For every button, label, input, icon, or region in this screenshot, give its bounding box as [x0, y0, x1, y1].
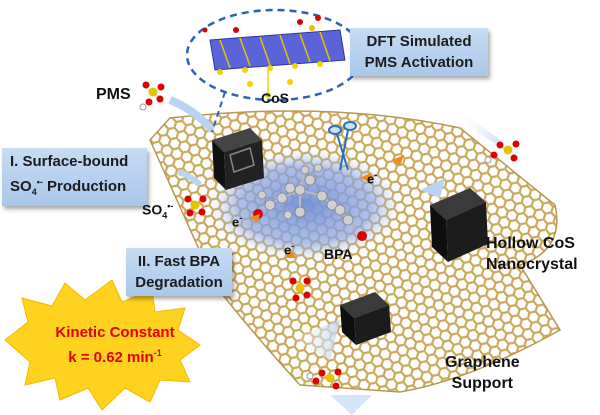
step2-line-2: Degradation [135, 274, 223, 291]
step1-line-1: I. Surface-bound [10, 153, 129, 170]
cos-label: CoS [261, 90, 289, 106]
dft-line-2: PMS Activation [364, 54, 474, 71]
incoming-arrow-top-right [455, 118, 505, 150]
graphene-support-label: Graphene Support [445, 354, 520, 392]
hollow-cos-label: Hollow CoS Nanocrystal [486, 235, 578, 273]
step2-line-1: II. Fast BPA [137, 253, 221, 270]
dft-label-box: DFT Simulated PMS Activation [350, 28, 488, 76]
incoming-arrow-right [420, 178, 445, 198]
kinetic-burst [4, 279, 201, 411]
so4-radical-label: SO4•- [142, 201, 174, 221]
so4-radical-molecule [184, 195, 207, 217]
cos-cube-left [212, 128, 264, 190]
electron-label-1: e- [232, 213, 243, 230]
scissors-icon [328, 121, 357, 171]
step1-line-2: SO4•- Production [10, 177, 127, 197]
pms-molecule-right [484, 140, 520, 164]
incoming-arrow-bottom [330, 395, 372, 415]
step1-label-box: I. Surface-bound SO4•- Production [2, 148, 147, 206]
pms-label: PMS [96, 86, 131, 103]
pms-molecule-bottom [306, 368, 342, 390]
product-arrow [177, 169, 203, 188]
kinetic-line-2: k = 0.62 min-1 [68, 348, 162, 366]
cos-cube-bottom [340, 292, 391, 345]
dft-line-1: DFT Simulated [366, 33, 472, 50]
step2-label-box: II. Fast BPA Degradation [126, 248, 232, 296]
pms-arrow [168, 96, 216, 133]
pms-molecule-top [139, 81, 165, 111]
inset-connector [211, 91, 226, 133]
pms-molecule-middle [289, 277, 311, 302]
cos-crystal-structure [202, 15, 346, 98]
electron-label-2: e- [284, 241, 295, 258]
kinetic-constant-label: Kinetic Constant k = 0.62 min-1 [40, 322, 190, 368]
incoming-arrow-bottom-left [290, 320, 340, 360]
cos-cube-right [430, 188, 488, 262]
kinetic-line-1: Kinetic Constant [55, 324, 175, 341]
electron-label-3: e- [367, 170, 378, 187]
bpa-label: BPA [324, 246, 353, 262]
electron-arrows [248, 155, 404, 258]
